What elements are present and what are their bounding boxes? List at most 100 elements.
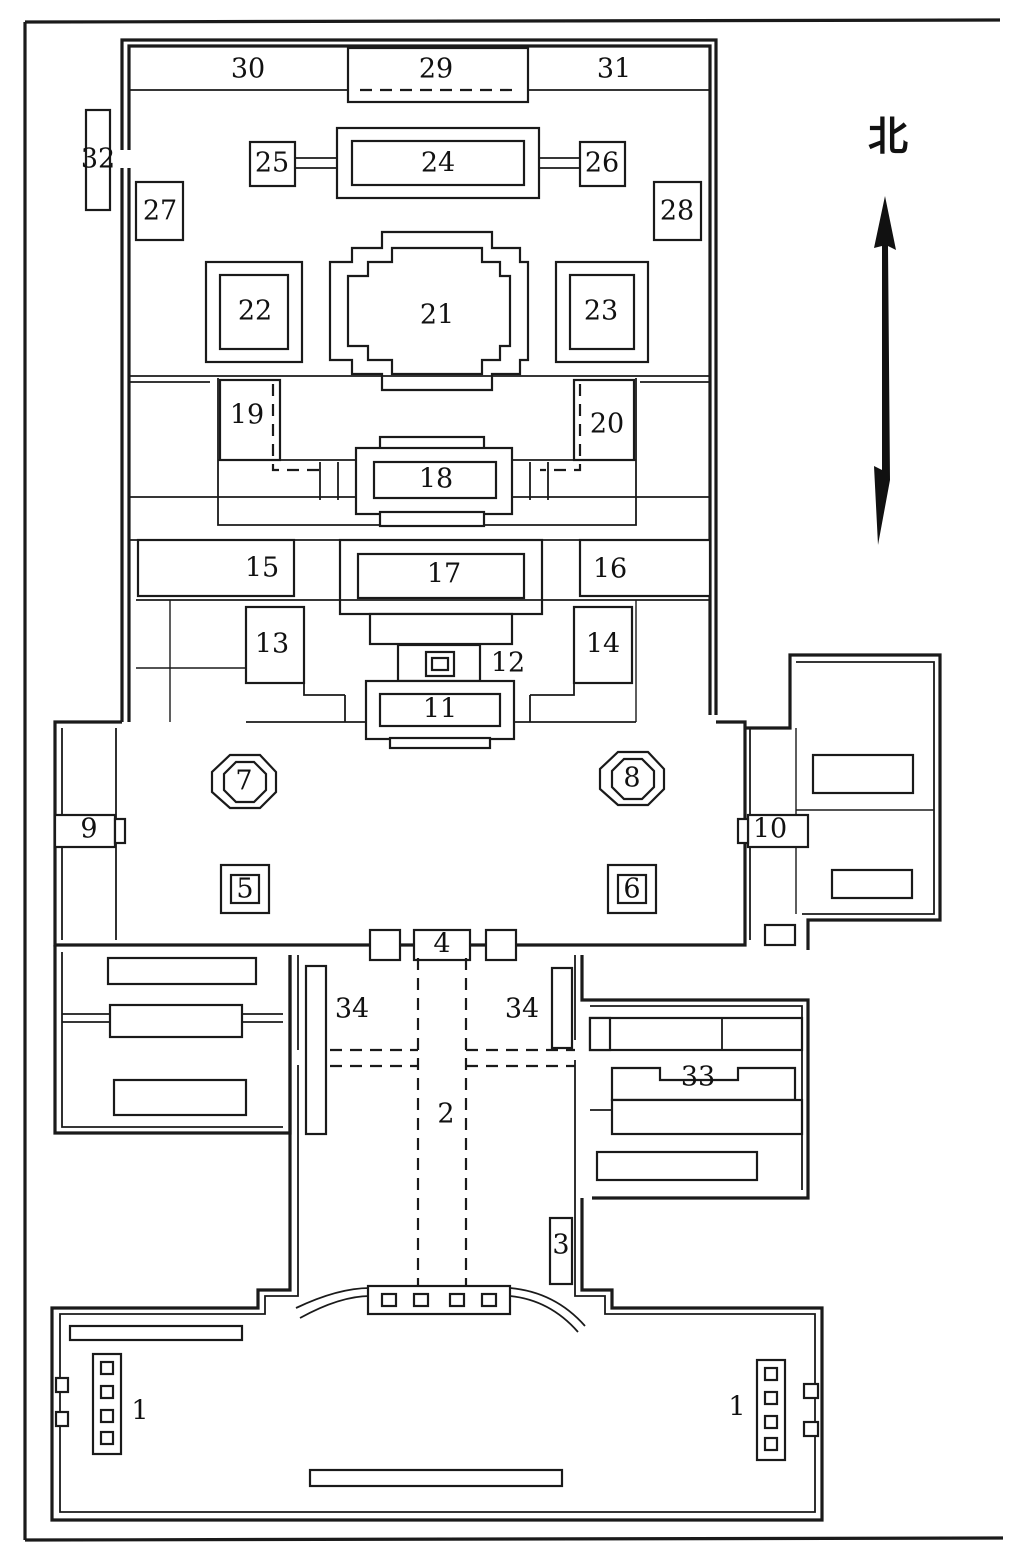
label-9: 9 [80, 814, 97, 845]
label-30: 30 [231, 54, 265, 85]
hall-23 [568, 273, 636, 351]
side-gate-9-door [113, 817, 127, 845]
building-16 [578, 538, 712, 598]
corridor-34-east [550, 966, 574, 1050]
label-27: 27 [143, 196, 177, 227]
pavilion-12-core [430, 656, 450, 672]
pailou-1-west-pier-4 [99, 1430, 115, 1446]
east-gate-post-2 [802, 1420, 820, 1438]
label-34-west: 34 [335, 994, 369, 1025]
bell-tower-7-inner [222, 760, 268, 804]
label-29: 29 [419, 54, 453, 85]
court-2 [304, 958, 575, 1292]
label-11: 11 [423, 694, 457, 725]
pailou-1-east-pier-1 [763, 1366, 779, 1382]
label-31: 31 [597, 54, 631, 85]
label-26: 26 [585, 148, 619, 179]
hall-22 [218, 273, 290, 351]
label-19: 19 [230, 400, 264, 431]
middle-courtyard [53, 750, 810, 962]
west-gate-post-1 [54, 1376, 70, 1394]
pailou-1-west-pier-3 [99, 1408, 115, 1424]
label-5: 5 [236, 874, 253, 905]
sw-hall-2 [108, 1003, 244, 1039]
annex-gate [763, 923, 797, 947]
side-gate-10-door [736, 817, 750, 845]
label-25: 25 [255, 148, 289, 179]
label-6: 6 [623, 874, 640, 905]
side-gate-9 [53, 813, 117, 849]
building-3 [548, 1216, 574, 1286]
label-13: 13 [255, 629, 289, 660]
label-14: 14 [586, 629, 620, 660]
pailou-1-west-pier-2 [99, 1384, 115, 1400]
main-gate-door-1 [380, 1292, 398, 1308]
label-8: 8 [623, 763, 640, 794]
south-bar-center [308, 1468, 564, 1488]
south-bar-west [68, 1324, 244, 1342]
main-gate-door-3 [448, 1292, 466, 1308]
label-24: 24 [421, 148, 455, 179]
gate-32 [84, 108, 112, 212]
label-7: 7 [235, 766, 252, 797]
label-1-east: 1 [728, 1392, 745, 1423]
se-hall-1-end [588, 1016, 612, 1052]
pailou-1-west-pier-1 [99, 1360, 115, 1376]
south-court [54, 1284, 820, 1488]
label-12: 12 [491, 648, 525, 679]
label-2: 2 [437, 1099, 454, 1130]
plan-labels: 30 29 31 32 25 24 26 27 28 22 2 1 23 19 2… [80, 54, 787, 1427]
label-23: 23 [584, 296, 618, 327]
sw-hall-3 [112, 1078, 248, 1117]
hall-21 [346, 246, 512, 376]
gate-4-east [484, 928, 518, 962]
label-10: 10 [753, 814, 787, 845]
north-arrow: 北 [868, 114, 908, 545]
east-annex-hall-1 [811, 753, 915, 795]
pailou-1-east-pier-2 [763, 1390, 779, 1406]
label-18: 18 [419, 464, 453, 495]
hall-18-steps-south [378, 510, 486, 528]
north-label: 北 [868, 114, 908, 160]
label-28: 28 [660, 196, 694, 227]
side-gate-10 [746, 813, 810, 849]
east-gate-post-1 [802, 1382, 820, 1400]
rear-halls [129, 46, 710, 242]
label-32: 32 [81, 144, 115, 175]
building-14 [572, 605, 634, 685]
building-20 [572, 378, 636, 462]
hall-29 [346, 46, 530, 104]
hall-24 [350, 139, 526, 187]
sw-hall-1 [106, 956, 258, 986]
building-28 [652, 180, 703, 242]
north-arrow-icon [874, 196, 896, 545]
building-13 [244, 605, 306, 685]
label-22: 22 [238, 296, 272, 327]
pavilion-25 [248, 140, 297, 188]
label-33: 33 [681, 1062, 715, 1093]
drum-tower-8-inner [610, 757, 656, 801]
southeast-compound [588, 1016, 804, 1182]
building-19 [218, 378, 282, 462]
hall-17-platform [368, 612, 514, 646]
outer-frame [23, 18, 1004, 1542]
stele-5-inner [229, 873, 261, 905]
compound-walls [50, 38, 942, 1522]
stele-6-inner [616, 873, 648, 905]
main-gate-door-2 [412, 1292, 430, 1308]
label-20: 20 [590, 409, 624, 440]
west-gate-post-2 [54, 1410, 70, 1428]
label-3: 3 [552, 1230, 569, 1261]
pailou-1-east-pier-3 [763, 1414, 779, 1430]
corridor-34-west [304, 964, 328, 1136]
hall-18 [372, 460, 498, 500]
pailou-1-east-pier-4 [763, 1436, 779, 1452]
building-15 [136, 538, 296, 598]
label-4: 4 [433, 929, 450, 960]
main-hall-court [129, 230, 710, 392]
hall-17-court [129, 538, 712, 750]
southwest-compound [62, 956, 283, 1117]
se-hall-3 [595, 1150, 759, 1182]
gate-4-west [368, 928, 402, 962]
